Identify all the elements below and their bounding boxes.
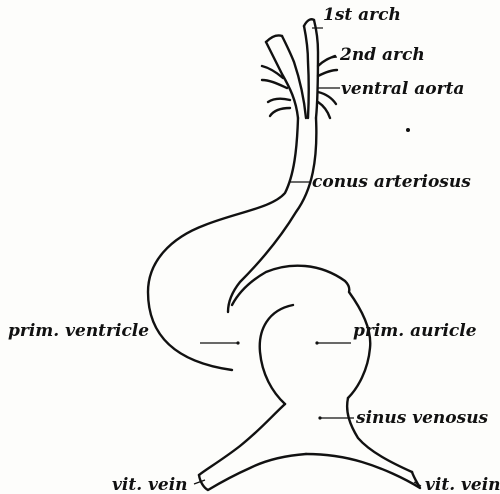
label-vit-vein-right: vit. vein bbox=[425, 475, 500, 494]
label-prim-ventricle: prim. ventricle bbox=[8, 321, 149, 341]
speck-mark bbox=[406, 128, 410, 132]
auricle-outline bbox=[232, 266, 370, 398]
label-ventral-aorta: ventral aorta bbox=[341, 79, 464, 99]
left-arch-inner bbox=[282, 36, 306, 118]
auricle-point bbox=[315, 341, 318, 344]
label-vit-vein-left: vit. vein bbox=[112, 475, 188, 494]
right-vit-vein-tip bbox=[306, 454, 420, 488]
right-branch-upper bbox=[318, 56, 337, 76]
label-prim-auricle: prim. auricle bbox=[353, 321, 477, 341]
conus-outer-wall bbox=[148, 118, 298, 370]
right-arch-stem bbox=[314, 20, 318, 118]
left-arch-cap bbox=[266, 35, 282, 42]
left-vit-vein-tip bbox=[199, 454, 306, 490]
conus-inner-wall bbox=[228, 118, 316, 312]
left-branch-lower bbox=[268, 99, 290, 116]
ventricle-point bbox=[236, 341, 239, 344]
sinus-left-lobe bbox=[199, 404, 285, 475]
right-branch-lower bbox=[318, 92, 336, 118]
label-conus-arteriosus: conus arteriosus bbox=[312, 172, 471, 192]
right-arch-cap bbox=[304, 19, 314, 26]
label-1st-arch: 1st arch bbox=[323, 5, 401, 25]
left-arch-stem bbox=[266, 42, 298, 118]
left-branch-upper-2 bbox=[262, 80, 287, 88]
sinus-point bbox=[318, 416, 321, 419]
label-sinus-venosus: sinus venosus bbox=[355, 408, 489, 428]
aortic-arches bbox=[262, 19, 337, 118]
labels: 1st arch 2nd arch ventral aorta conus ar… bbox=[8, 5, 500, 494]
auricle-inner-curve bbox=[260, 305, 293, 404]
label-2nd-arch: 2nd arch bbox=[339, 45, 425, 65]
